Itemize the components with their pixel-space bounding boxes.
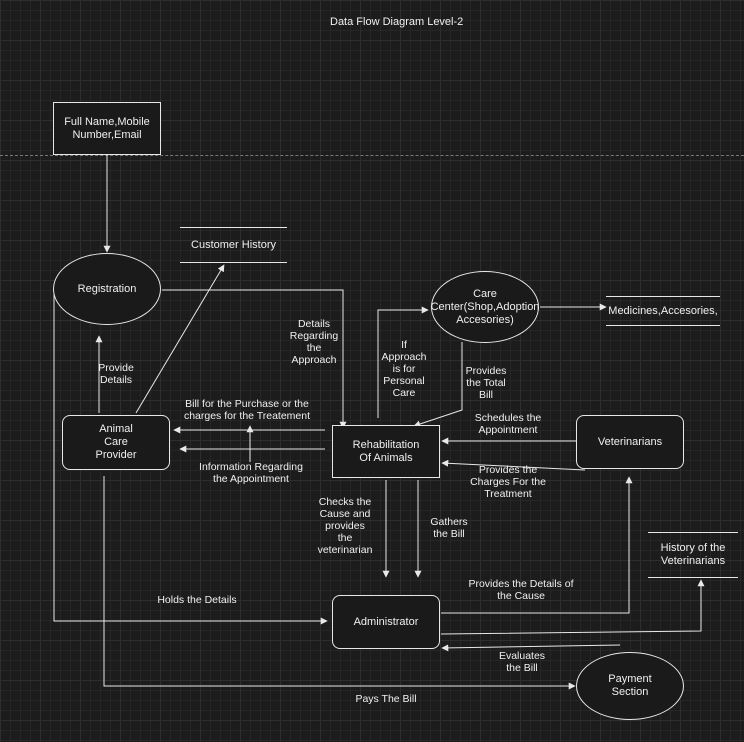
medicines-text: Medicines,Accesories, xyxy=(608,304,718,317)
label-schedules: Schedules the Appointment xyxy=(474,412,542,436)
animal-care-provider-text: Animal Care Provider xyxy=(95,423,137,461)
veterinarians-text: Veterinarians xyxy=(597,435,663,448)
flow-provider-to-admin-holds xyxy=(53,286,328,625)
flow-provider-to-payment xyxy=(103,476,576,690)
payment-section-process[interactable]: Payment Section xyxy=(576,652,684,720)
customer-history-store[interactable]: Customer History xyxy=(180,227,287,263)
page-separator-line xyxy=(0,155,744,156)
label-bill-purchase: Bill for the Purchase or the charges for… xyxy=(183,398,311,422)
flow-admin-to-vets xyxy=(441,476,633,614)
administrator-text: Administrator xyxy=(353,615,419,628)
administrator-entity[interactable]: Administrator xyxy=(332,595,440,649)
history-veterinarians-store[interactable]: History of the Veterinarians xyxy=(648,532,738,578)
inputs-box[interactable]: Full Name,Mobile Number,Email xyxy=(53,102,161,155)
animal-care-provider-entity[interactable]: Animal Care Provider xyxy=(62,415,170,470)
flow-care-center-to-rehab xyxy=(413,342,463,428)
label-pays-bill: Pays The Bill xyxy=(355,693,417,705)
label-info-appointment: Information Regarding the Appointment xyxy=(199,461,303,485)
flow-rehab-to-care-center xyxy=(377,306,429,418)
diagram-title: Data Flow Diagram Level-2 xyxy=(330,16,464,28)
label-charges-treatment: Provides the Charges For the Treatment xyxy=(470,464,546,500)
rehabilitation-text: Rehabilitation Of Animals xyxy=(352,438,420,464)
label-details-cause: Provides the Details of the Cause xyxy=(468,578,574,602)
customer-history-text: Customer History xyxy=(191,238,276,251)
care-center-text: Care Center(Shop,Adoption Accesories) xyxy=(430,287,540,326)
flow-registration-to-rehabilitation xyxy=(162,289,347,429)
inputs-text: Full Name,Mobile Number,Email xyxy=(64,115,150,141)
label-provides-total-bill: Provides the Total Bill xyxy=(465,365,507,401)
label-checks-cause: Checks the Cause and provides the veteri… xyxy=(317,496,373,556)
care-center-process[interactable]: Care Center(Shop,Adoption Accesories) xyxy=(431,271,539,343)
rehabilitation-process[interactable]: Rehabilitation Of Animals xyxy=(332,425,440,478)
payment-section-text: Payment Section xyxy=(608,673,652,698)
flow-payment-to-admin xyxy=(441,644,621,652)
veterinarians-entity[interactable]: Veterinarians xyxy=(576,415,684,469)
registration-text: Registration xyxy=(77,282,137,295)
label-gathers-bill: Gathers the Bill xyxy=(430,516,468,540)
label-provide-details: Provide Details xyxy=(98,362,134,386)
flow-admin-to-history-vets xyxy=(440,579,705,635)
registration-process[interactable]: Registration xyxy=(53,253,161,325)
label-if-approach: If Approach is for Personal Care xyxy=(381,339,427,399)
medicines-store[interactable]: Medicines,Accesories, xyxy=(606,296,720,326)
flow-vets-to-rehab-charges xyxy=(441,459,586,471)
flow-provider-to-customer-history xyxy=(135,264,225,414)
label-details-approach: Details Regarding the Approach xyxy=(289,318,339,366)
label-evaluates-bill: Evaluates the Bill xyxy=(498,650,546,674)
label-holds-details: Holds the Details xyxy=(157,594,237,606)
history-veterinarians-text: History of the Veterinarians xyxy=(660,542,726,567)
